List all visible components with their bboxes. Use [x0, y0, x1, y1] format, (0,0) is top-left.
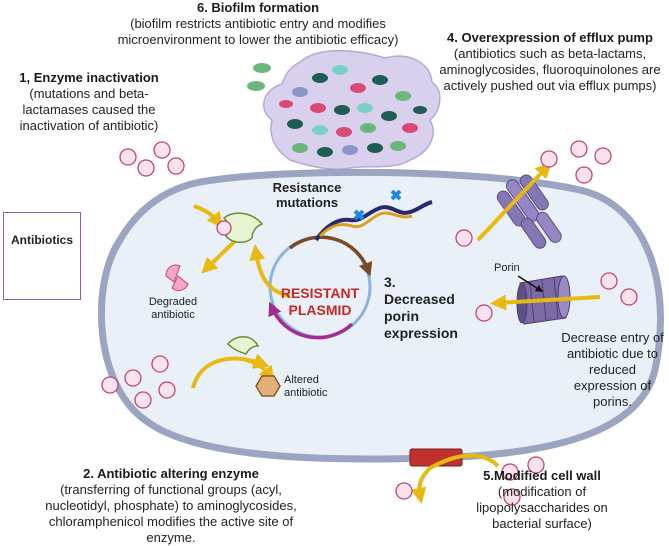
antibiotic-molecule: [620, 288, 638, 306]
dna-strand: [314, 189, 433, 242]
porin-label: Porin: [494, 262, 520, 274]
antibiotic-molecule: [455, 229, 473, 247]
enzyme-inactivation-desc: (mutations and beta-lactamases caused th…: [19, 86, 159, 133]
antibiotics-box: Antibiotics: [3, 212, 81, 300]
degraded-antibiotic-icon: [165, 264, 189, 292]
arrow-to-degraded: [201, 239, 237, 274]
antibiotic-molecule: [575, 166, 593, 184]
efflux-title: 4. Overexpression of efflux pump: [447, 30, 653, 45]
plasmid-label: RESISTANT PLASMID: [280, 285, 360, 318]
antibiotic-molecule: [167, 157, 185, 175]
efflux-arrow: [476, 162, 552, 242]
cell-wall-label: 5.Modified cell wall (modification of li…: [452, 468, 632, 532]
biofilm-title: 6. Biofilm formation: [196, 0, 320, 15]
altered-antibiotic-icon: [255, 375, 281, 397]
altered-antibiotic-label: Altered antibiotic: [284, 374, 328, 399]
efflux-desc: (antibiotics such as beta-lactams, amino…: [439, 46, 661, 93]
altering-enzyme-label: 2. Antibiotic altering enzyme (transferr…: [28, 466, 314, 546]
antibiotic-molecule: [540, 150, 558, 168]
antibiotic-molecule: [570, 140, 588, 158]
antibiotic-molecule: [395, 482, 413, 500]
antibiotic-molecule: [527, 456, 545, 474]
porin-entry-arrow: [490, 294, 601, 311]
antibiotic-molecule: [134, 391, 152, 409]
antibiotic-molecule: [600, 272, 618, 290]
antibiotic-molecule: [503, 488, 521, 506]
arrow-cell-wall: [410, 453, 500, 504]
biofilm-cluster: [247, 49, 441, 170]
antibiotic-molecule: [124, 369, 142, 387]
antibiotic-molecule: [153, 141, 171, 159]
altering-enzyme-title: 2. Antibiotic altering enzyme: [83, 466, 259, 481]
antibiotics-box-title: Antibiotics: [11, 233, 73, 247]
biofilm-label: 6. Biofilm formation (biofilm restricts …: [108, 0, 408, 48]
cell-wall-desc: (modification of lipopolysaccharides on …: [476, 484, 608, 531]
enzyme-inactivation-label: 1, Enzyme inactivation (mutations and be…: [0, 70, 178, 134]
efflux-pump: [496, 174, 562, 249]
degraded-antibiotic-label: Degraded antibiotic: [148, 296, 198, 321]
decrease-entry-label: Decrease entry of antibiotic due to redu…: [561, 330, 664, 409]
antibiotic-molecule: [594, 147, 612, 165]
antibiotic-molecule: [151, 355, 169, 373]
arrow-altering-out: [245, 358, 275, 383]
antibiotic-molecule: [501, 463, 519, 481]
altering-enzyme-icon: [226, 336, 260, 355]
resistance-mutations-label: Resistance mutations: [272, 180, 342, 210]
antibiotic-molecule: [216, 220, 232, 236]
altering-enzyme-desc: (transferring of functional groups (acyl…: [45, 482, 297, 545]
decreased-porin-label: 3. Decreased porin expression: [384, 274, 458, 341]
efflux-label: 4. Overexpression of efflux pump (antibi…: [436, 30, 664, 94]
antibiotic-molecule: [158, 381, 176, 399]
arrow-enzyme-in: [193, 204, 223, 229]
biofilm-desc: (biofilm restricts antibiotic entry and …: [117, 16, 399, 47]
antibiotic-molecule: [119, 148, 137, 166]
arrow-plasmid-to-enzyme: [249, 244, 291, 298]
antibiotic-molecule: [137, 159, 155, 177]
biofilm-cells: [247, 63, 427, 157]
cell-wall-title: 5.Modified cell wall: [483, 468, 601, 483]
antibiotic-molecule: [475, 304, 493, 322]
porin-pointer: [517, 275, 544, 293]
enzyme-inactivation-title: 1, Enzyme inactivation: [19, 70, 159, 85]
antibiotic-molecule: [101, 376, 119, 394]
